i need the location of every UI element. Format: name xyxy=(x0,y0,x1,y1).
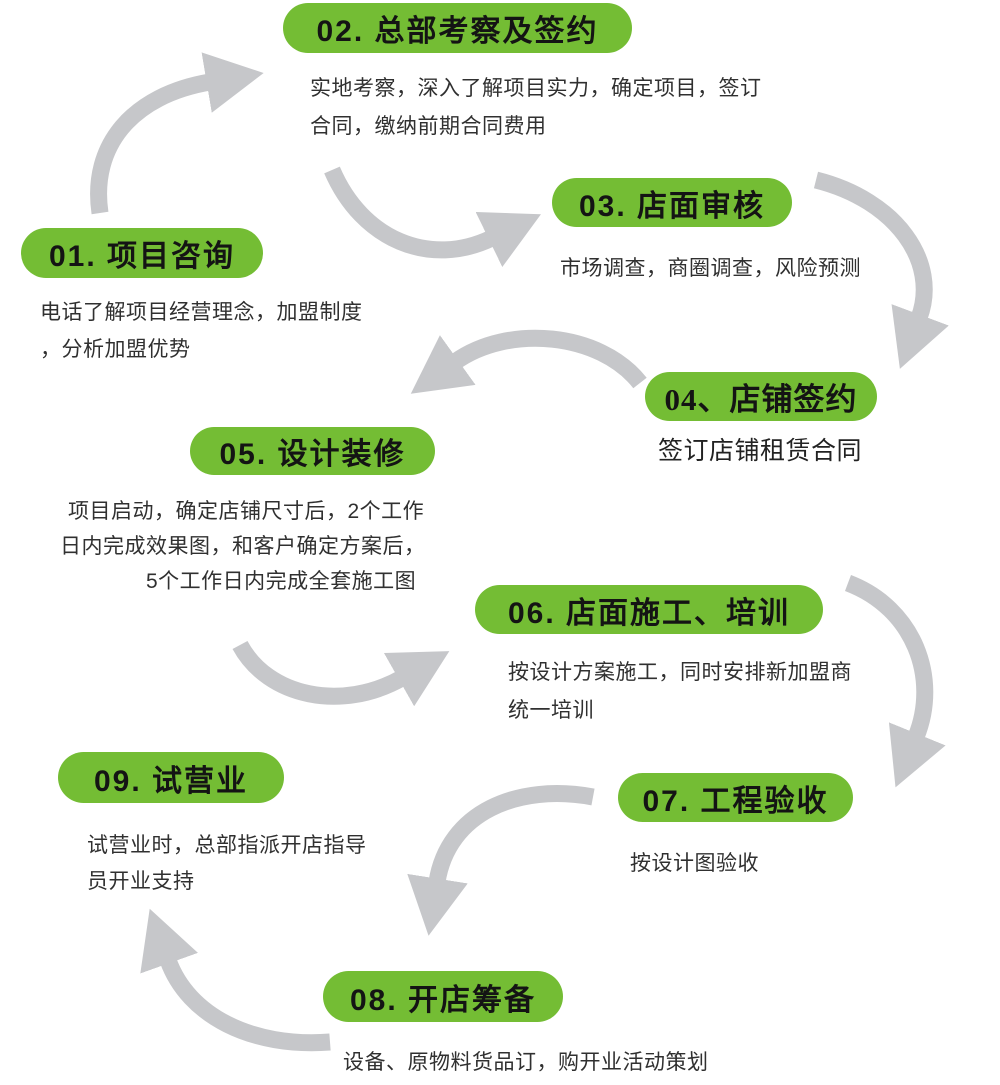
step-09-label: 09. 试营业 xyxy=(93,764,249,798)
step-03-desc-line: 市场调查，商圈调查，风险预测 xyxy=(560,257,861,280)
arrow-02-to-03-icon xyxy=(324,166,541,268)
step-02-desc-line: 合同，缴纳前期合同费用 xyxy=(310,115,547,138)
step-01-label: 01. 项目咨询 xyxy=(48,240,236,273)
arrow-08-to-09-icon xyxy=(140,908,331,1052)
step-06-desc-line: 按设计方案施工，同时安排新加盟商 xyxy=(508,661,852,684)
step-09-description: 试营业时，总部指派开店指导 员开业支持 xyxy=(87,828,367,900)
arrow-05-to-06-icon xyxy=(232,640,450,707)
step-02-label: 02. 总部考察及签约 xyxy=(316,15,599,48)
step-06-description: 按设计方案施工，同时安排新加盟商 统一培训 xyxy=(508,654,852,730)
step-03-pill: 03. 店面审核 xyxy=(552,178,792,227)
step-08-label: 08. 开店筹备 xyxy=(349,983,537,1017)
step-06-label: 06. 店面施工、培训 xyxy=(507,596,791,630)
step-04-label: 04、店铺签约 xyxy=(664,382,858,417)
step-08-desc-line: 设备、原物料货品订，购开业活动策划 xyxy=(343,1051,709,1074)
step-05-desc-line: 项目启动，确定店铺尺寸后，2个工作 xyxy=(68,500,425,523)
arrow-06-to-07-icon xyxy=(844,575,946,788)
step-03-label: 03. 店面审核 xyxy=(578,189,766,223)
step-07-pill: 07. 工程验收 xyxy=(618,773,853,822)
step-07-description: 按设计图验收 xyxy=(630,845,759,882)
step-01-pill: 01. 项目咨询 xyxy=(21,228,263,278)
step-01-description: 电话了解项目经营理念，加盟制度 ，分析加盟优势 xyxy=(40,294,363,368)
arrow-03-to-04-icon xyxy=(813,171,949,369)
step-04-pill: 04、店铺签约 xyxy=(645,372,877,421)
step-07-label: 07. 工程验收 xyxy=(642,784,829,818)
step-02-desc-line: 实地考察，深入了解项目实力，确定项目，签订 xyxy=(310,77,762,100)
arrow-07-to-08-icon xyxy=(407,785,595,936)
step-04-description: 签订店铺租赁合同 xyxy=(658,435,862,469)
step-02-description: 实地考察，深入了解项目实力，确定项目，签订 合同，缴纳前期合同费用 xyxy=(310,70,762,146)
step-08-description: 设备、原物料货品订，购开业活动策划 xyxy=(343,1044,709,1081)
step-07-desc-line: 按设计图验收 xyxy=(630,852,759,875)
step-04-desc-line: 签订店铺租赁合同 xyxy=(658,438,863,465)
step-05-description: 项目启动，确定店铺尺寸后，2个工作 日内完成效果图，和客户确定方案后， 5个工作… xyxy=(60,494,426,599)
step-06-pill: 06. 店面施工、培训 xyxy=(475,585,823,634)
step-09-desc-line: 试营业时，总部指派开店指导 xyxy=(87,834,367,857)
step-05-pill: 05. 设计装修 xyxy=(190,427,435,475)
step-05-label: 05. 设计装修 xyxy=(219,438,406,471)
step-05-desc-line: 5个工作日内完成全套施工图 xyxy=(146,570,417,593)
arrow-01-to-02-icon xyxy=(90,52,264,215)
step-09-pill: 09. 试营业 xyxy=(58,752,284,803)
step-01-desc-line: ，分析加盟优势 xyxy=(40,338,191,361)
step-03-description: 市场调查，商圈调查，风险预测 xyxy=(560,250,861,287)
step-05-desc-line: 日内完成效果图，和客户确定方案后， xyxy=(60,535,426,558)
step-08-pill: 08. 开店筹备 xyxy=(323,971,563,1022)
step-06-desc-line: 统一培训 xyxy=(508,699,594,722)
step-09-desc-line: 员开业支持 xyxy=(87,870,195,893)
arrow-04-to-05-icon xyxy=(410,329,647,394)
step-02-pill: 02. 总部考察及签约 xyxy=(283,3,632,53)
step-01-desc-line: 电话了解项目经营理念，加盟制度 xyxy=(40,301,363,324)
